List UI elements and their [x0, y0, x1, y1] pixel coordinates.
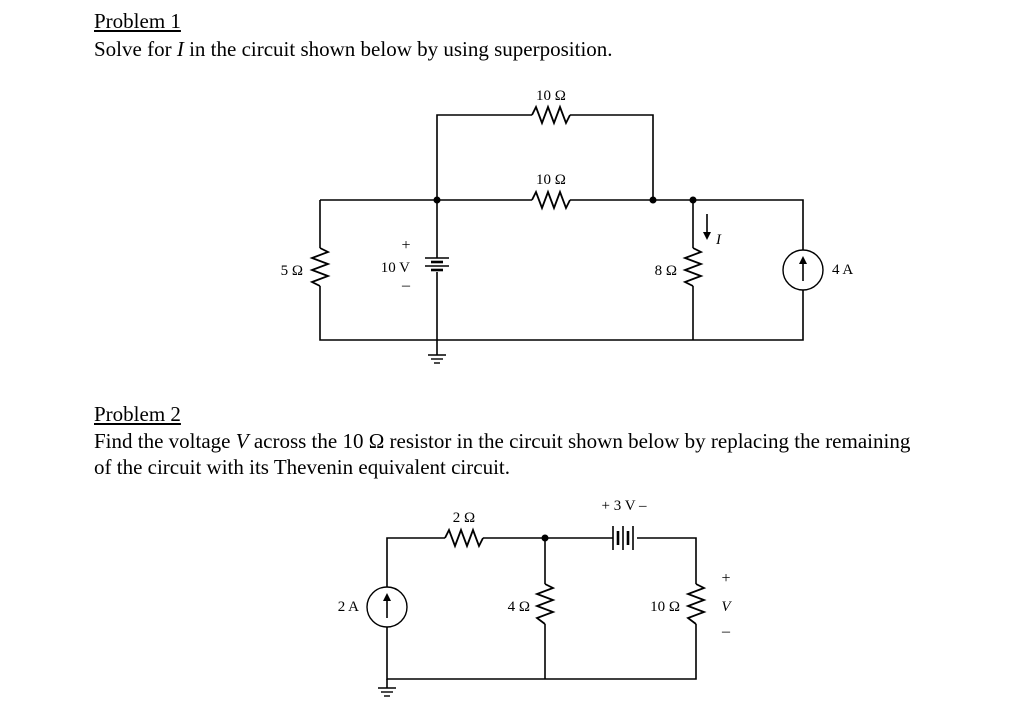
label-r-top: 10 Ω	[536, 88, 566, 104]
junction-dot	[541, 534, 549, 542]
wire-2a-top	[386, 537, 445, 587]
label-r-right: 8 Ω	[655, 263, 677, 279]
battery-10v	[425, 257, 449, 272]
label-r-top: 2 Ω	[453, 510, 475, 526]
label-r-left: 5 Ω	[281, 263, 303, 279]
italic-variable: V	[235, 429, 249, 453]
italic-variable: I	[176, 37, 184, 61]
problem-1-statement: Solve for I in the circuit shown below b…	[94, 36, 994, 62]
problem-2-heading: Problem 2	[94, 402, 181, 426]
text-segment: across the 10 Ω resistor in the circuit …	[248, 429, 911, 453]
label-v: V	[721, 599, 732, 615]
label-r-mid: 4 Ω	[508, 599, 530, 615]
wire-top-right	[570, 114, 654, 200]
circuit-1: 10 Ω 10 Ω 5 Ω 8 Ω 10 V + – I 4 A	[281, 88, 853, 364]
wire-top-left	[436, 114, 532, 200]
problem-1-heading: Problem 1	[94, 9, 181, 33]
junction-dot	[689, 196, 697, 204]
problem-2-statement: Find the voltage V across the 10 Ω resis…	[94, 428, 994, 480]
label-current: I	[715, 232, 722, 248]
junction-dot	[649, 196, 657, 204]
label-isrc: 4 A	[832, 262, 853, 278]
junction-dot	[433, 196, 441, 204]
resistor-10-ohm-middle	[531, 189, 571, 211]
circuit-2: 2 Ω + 3 V – 2 A 4 Ω 10 Ω + V –	[338, 498, 732, 697]
label-r-right: 10 Ω	[650, 599, 680, 615]
label-v-minus: –	[721, 623, 731, 640]
label-vsrc-plus: +	[401, 237, 410, 254]
resistor-4-ohm	[534, 583, 556, 625]
arrow-up-icon	[799, 256, 807, 281]
label-vsrc: 10 V	[381, 260, 410, 276]
resistor-2-ohm	[444, 527, 484, 549]
label-isrc: 2 A	[338, 599, 359, 615]
label-v-plus: +	[721, 570, 730, 587]
label-battery: + 3 V –	[602, 498, 648, 514]
ground-symbol	[428, 354, 446, 364]
wire-top-right	[637, 537, 697, 584]
text-segment: Find the voltage	[94, 429, 236, 453]
label-r-mid: 10 Ω	[536, 172, 566, 188]
resistor-5-ohm	[309, 247, 331, 287]
ground-symbol	[378, 687, 396, 697]
text-segment: Solve for	[94, 37, 177, 61]
resistor-10-ohm	[685, 583, 707, 625]
resistor-8-ohm	[682, 247, 704, 287]
text-segment: in the circuit shown below by using supe…	[183, 37, 613, 61]
problem-2-statement-line-2: of the circuit with its Thevenin equival…	[94, 454, 994, 480]
label-vsrc-minus: –	[401, 277, 411, 294]
battery-3v	[612, 526, 634, 550]
problem-2-statement-line-1: Find the voltage V across the 10 Ω resis…	[94, 428, 994, 454]
arrow-up-icon	[383, 593, 391, 618]
wire-bottom	[386, 624, 697, 680]
resistor-10-ohm-top	[531, 104, 571, 126]
wire-bottom	[319, 286, 804, 341]
wire-main-top-right	[570, 199, 804, 250]
text-segment: of the circuit with its Thevenin equival…	[94, 455, 510, 479]
current-arrow-icon	[703, 214, 711, 240]
